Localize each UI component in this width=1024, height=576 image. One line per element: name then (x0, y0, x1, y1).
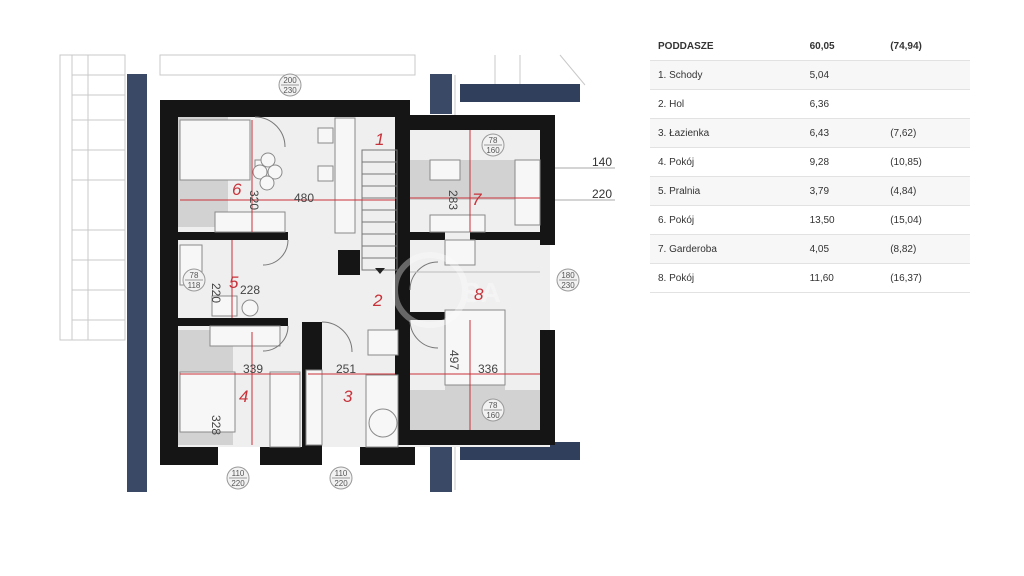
room-area: 11,60 (808, 263, 890, 293)
room-number-6: 6 (232, 180, 242, 199)
table-row: 5. Pralnia 3,79 (4,84) (650, 176, 970, 206)
room-area-total: (16,37) (889, 263, 970, 293)
svg-text:78: 78 (190, 271, 199, 280)
room-name: 3. Łazienka (650, 118, 809, 148)
svg-text:118: 118 (188, 281, 201, 290)
dimension-label: 480 (294, 191, 314, 205)
svg-text:220: 220 (231, 479, 245, 488)
window-label-bottom-right: 110 220 (329, 466, 353, 490)
dimension-label: 328 (209, 415, 223, 435)
svg-text:78: 78 (489, 136, 498, 145)
room-number-4: 4 (239, 387, 248, 406)
room-area-total: (4,84) (889, 176, 970, 206)
floor-area: 60,05 (808, 32, 890, 61)
room-number-8: 8 (474, 285, 484, 304)
room-area-total: (10,85) (889, 147, 970, 177)
room-number-7: 7 (472, 190, 482, 209)
table-row: 4. Pokój 9,28 (10,85) (650, 147, 970, 177)
room-area: 13,50 (808, 205, 890, 235)
floor-plan-drawing: SA 1 2 3 4 5 6 7 8 320 480 283 220 228 4… (59, 54, 615, 492)
window-label-bottom-left: 110 220 (226, 466, 250, 490)
room-area-total: (8,82) (889, 234, 970, 264)
roof-right-top (430, 74, 452, 114)
dimension-label: 283 (446, 190, 460, 210)
room-area: 9,28 (808, 147, 890, 177)
svg-text:180: 180 (561, 271, 575, 280)
room-number-5: 5 (229, 273, 239, 292)
dimension-label: 336 (478, 362, 498, 376)
height-label-140: 140 (592, 155, 612, 169)
table-row: 8. Pokój 11,60 (16,37) (650, 263, 970, 293)
table-row: 2. Hol 6,36 (650, 89, 970, 119)
table-row: 7. Garderoba 4,05 (8,82) (650, 234, 970, 264)
room-name: 6. Pokój (650, 205, 809, 235)
svg-text:220: 220 (334, 479, 348, 488)
room-number-2: 2 (372, 291, 383, 310)
room-area: 6,36 (808, 89, 890, 119)
dimension-label: 220 (209, 283, 223, 303)
floor-name: PODDASZE (650, 32, 809, 61)
room-area: 4,05 (808, 234, 890, 264)
window-label-room7: 78 160 (481, 133, 505, 157)
dimension-label: 228 (240, 283, 260, 297)
height-markers (555, 167, 615, 201)
dimension-label: 251 (336, 362, 356, 376)
dimension-label: 339 (243, 362, 263, 376)
area-table: PODDASZE 60,05 (74,94) 1. Schody 5,04 2.… (650, 32, 970, 293)
roof-strip-top (460, 84, 580, 102)
room-name: 8. Pokój (650, 263, 809, 293)
room-area: 6,43 (808, 118, 890, 148)
floor-area-total: (74,94) (889, 32, 970, 61)
table-row: 1. Schody 5,04 (650, 60, 970, 90)
height-label-220: 220 (592, 187, 612, 201)
room-name: 4. Pokój (650, 147, 809, 177)
room-name: 1. Schody (650, 60, 809, 90)
svg-text:160: 160 (486, 411, 500, 420)
balcony-top (159, 54, 416, 76)
room-area-total: (15,04) (889, 205, 970, 235)
window-label-top: 200 230 (278, 73, 302, 97)
svg-text:200: 200 (283, 76, 297, 85)
dimension-lines (180, 120, 540, 445)
svg-text:110: 110 (335, 469, 348, 478)
dimension-label: 497 (447, 350, 461, 370)
room-number-3: 3 (343, 387, 353, 406)
watermark: SA (392, 252, 501, 328)
window-label-room8-side: 180 230 (556, 268, 580, 292)
room-area-total: (7,62) (889, 118, 970, 148)
area-table-header: PODDASZE 60,05 (74,94) (650, 32, 970, 61)
room-name: 2. Hol (650, 89, 809, 119)
room-area-total (889, 89, 970, 119)
room-number-1: 1 (375, 130, 384, 149)
roof-left (127, 74, 147, 492)
floor-plan: SA 1 2 3 4 5 6 7 8 320 480 283 220 228 4… (59, 54, 615, 492)
svg-text:230: 230 (283, 86, 297, 95)
table-row: 3. Łazienka 6,43 (7,62) (650, 118, 970, 148)
dimension-label: 320 (247, 190, 261, 210)
room-area: 5,04 (808, 60, 890, 90)
table-row: 6. Pokój 13,50 (15,04) (650, 205, 970, 235)
stairs-arrow (375, 268, 385, 274)
walls (160, 100, 555, 465)
watermark-text: SA (462, 277, 501, 308)
window-label-room5: 78 118 (182, 268, 206, 292)
svg-text:230: 230 (561, 281, 575, 290)
svg-text:160: 160 (486, 146, 500, 155)
room-name: 5. Pralnia (650, 176, 809, 206)
window-label-room8: 78 160 (481, 398, 505, 422)
roof-right-bottom (430, 442, 452, 492)
room-area-total (889, 60, 970, 90)
furniture (179, 117, 541, 448)
svg-text:78: 78 (489, 401, 498, 410)
doors (254, 116, 439, 353)
room-name: 7. Garderoba (650, 234, 809, 264)
balcony-left (59, 54, 126, 341)
svg-text:110: 110 (232, 469, 245, 478)
room-area: 3,79 (808, 176, 890, 206)
